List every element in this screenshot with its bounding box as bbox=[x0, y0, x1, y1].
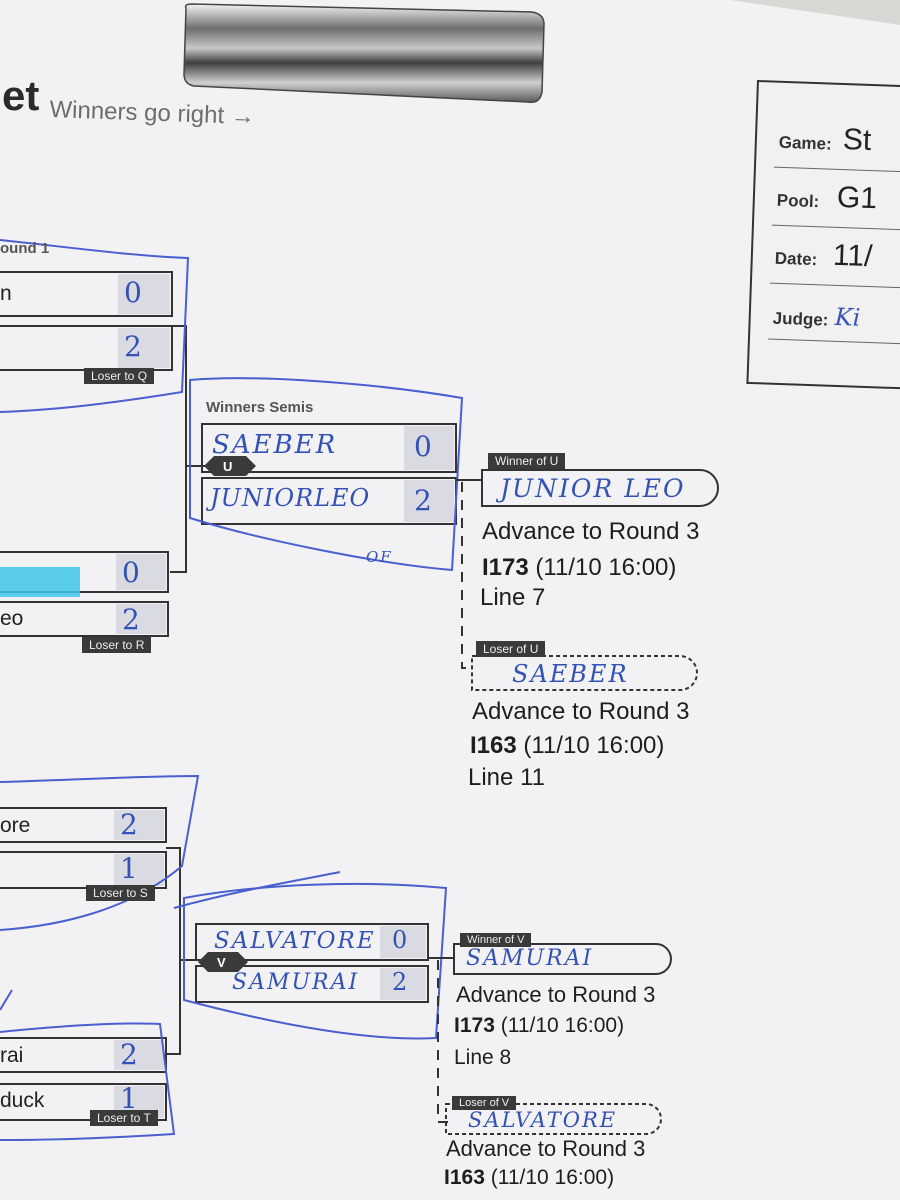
game-value: St bbox=[842, 123, 872, 158]
connector-u bbox=[456, 479, 482, 669]
r1-bottom-row2-score: 1 bbox=[120, 852, 138, 885]
v-player1-score: 0 bbox=[392, 926, 408, 954]
table-corner bbox=[730, 0, 900, 25]
r1-bottom-row1-score: 2 bbox=[120, 808, 138, 841]
winner-v-match-id: I173 bbox=[454, 1014, 495, 1037]
winner-v-match: I173 (11/10 16:00) bbox=[454, 1014, 624, 1038]
winner-u-match-time: (11/10 16:00) bbox=[535, 554, 677, 581]
winner-v-pill bbox=[453, 943, 672, 975]
winners-semis-title: Winners Semis bbox=[206, 399, 314, 416]
r1-top-row4-name: eo bbox=[0, 607, 24, 630]
loser-v-pill bbox=[445, 1103, 662, 1135]
loser-of-u-tag: Loser of U bbox=[476, 641, 546, 657]
loser-u-advance: Advance to Round 3 bbox=[472, 698, 690, 725]
page-title-fragment: et bbox=[2, 72, 40, 119]
highlighter-mark bbox=[0, 567, 80, 597]
loser-v-match-time: (11/10 16:00) bbox=[490, 1166, 615, 1189]
match-u-letter: U bbox=[223, 459, 233, 474]
semis-score-cells bbox=[404, 426, 454, 522]
info-rule bbox=[771, 224, 900, 232]
info-rule bbox=[773, 166, 900, 174]
r1-top-row1-score: 0 bbox=[124, 276, 142, 309]
loser-to-t-tag: Loser to T bbox=[90, 1110, 158, 1126]
r1-top-row4-score: 2 bbox=[122, 603, 140, 636]
winner-u-pill bbox=[481, 469, 719, 507]
loser-v-advance: Advance to Round 3 bbox=[446, 1136, 646, 1161]
match-v-badge bbox=[198, 952, 248, 972]
loser-to-s-tag: Loser to S bbox=[86, 885, 155, 901]
r1-bottom-row3-name: rai bbox=[0, 1044, 24, 1067]
score-cells-top bbox=[116, 274, 170, 634]
info-rule bbox=[769, 282, 900, 290]
winner-u-name: JUNIOR LEO bbox=[500, 474, 686, 503]
winner-of-u-tag: Winner of U bbox=[488, 453, 566, 469]
pool-label: Pool: bbox=[776, 190, 820, 212]
winner-v-advance: Advance to Round 3 bbox=[456, 982, 656, 1007]
loser-u-match-time: (11/10 16:00) bbox=[523, 732, 665, 759]
date-value: 11/ bbox=[832, 238, 873, 274]
match-v-score-cells bbox=[380, 926, 426, 1000]
loser-of-v-tag: Loser of V bbox=[452, 1096, 517, 1110]
v-player2-score: 2 bbox=[392, 968, 408, 996]
winner-u-line: Line 7 bbox=[480, 584, 546, 611]
r1-bottom-row4-name: duck bbox=[0, 1089, 45, 1112]
r1-bottom-row3-score: 2 bbox=[120, 1038, 138, 1071]
hand-box-bottom bbox=[0, 774, 200, 1141]
semis-note: OF bbox=[366, 548, 393, 566]
loser-u-name: SAEBER bbox=[512, 660, 629, 688]
round1-top-rows bbox=[0, 271, 210, 637]
r1-bottom-row4-score: 1 bbox=[120, 1082, 138, 1115]
winner-u-advance: Advance to Round 3 bbox=[482, 518, 700, 545]
loser-u-line: Line 11 bbox=[468, 764, 545, 791]
winner-u-match: I173 (11/10 16:00) bbox=[482, 554, 676, 582]
v-player2-name: SAMURAI bbox=[232, 970, 360, 995]
v-player1-name: SALVATORE bbox=[214, 928, 376, 954]
match-v-letter: V bbox=[217, 955, 226, 970]
r1-top-row1-name: n bbox=[0, 282, 12, 305]
winner-of-v-tag: Winner of V bbox=[460, 933, 532, 947]
r1-top-row3-score: 0 bbox=[122, 556, 140, 589]
pool-value: G1 bbox=[836, 180, 878, 216]
loser-to-r-tag: Loser to R bbox=[82, 637, 152, 653]
judge-value: Ki bbox=[834, 302, 861, 332]
loser-v-match-id: I163 bbox=[444, 1166, 485, 1189]
r1-top-row2-score: 2 bbox=[124, 330, 142, 363]
r1-bottom-row1-name: ore bbox=[0, 814, 31, 837]
semis-player1-name: SAEBER bbox=[212, 430, 338, 460]
hand-box-top bbox=[0, 239, 190, 413]
loser-u-match: I163 (11/10 16:00) bbox=[470, 732, 664, 760]
semis-player2-score: 2 bbox=[414, 484, 432, 517]
binder-clip bbox=[183, 3, 545, 104]
game-label: Game: bbox=[778, 132, 833, 154]
round1-bottom-rows bbox=[0, 807, 196, 1121]
judge-label: Judge: bbox=[772, 308, 829, 330]
semis-player1-score: 0 bbox=[414, 430, 432, 463]
match-v-rows bbox=[195, 923, 429, 1003]
loser-u-pill bbox=[471, 655, 698, 691]
winner-v-match-time: (11/10 16:00) bbox=[500, 1014, 625, 1037]
winner-v-line: Line 8 bbox=[454, 1046, 512, 1069]
hand-box-v bbox=[173, 871, 448, 1040]
date-label: Date: bbox=[774, 248, 818, 270]
winner-u-match-id: I173 bbox=[482, 554, 529, 581]
hand-box-semis bbox=[189, 377, 464, 572]
match-u-badge bbox=[204, 456, 256, 476]
winner-v-name: SAMURAI bbox=[466, 946, 594, 971]
info-rule bbox=[767, 338, 900, 346]
semis-player2-name: JUNIORLEO bbox=[210, 484, 371, 512]
round1-header: ound 1 bbox=[0, 240, 50, 257]
loser-to-q-tag: Loser to Q bbox=[84, 368, 155, 384]
info-card: Game: St Pool: G1 Date: 11/ Judge: Ki bbox=[746, 80, 900, 390]
loser-v-match: I163 (11/10 16:00) bbox=[444, 1166, 614, 1190]
loser-v-name: SALVATORE bbox=[468, 1108, 618, 1132]
loser-u-match-id: I163 bbox=[470, 732, 517, 759]
